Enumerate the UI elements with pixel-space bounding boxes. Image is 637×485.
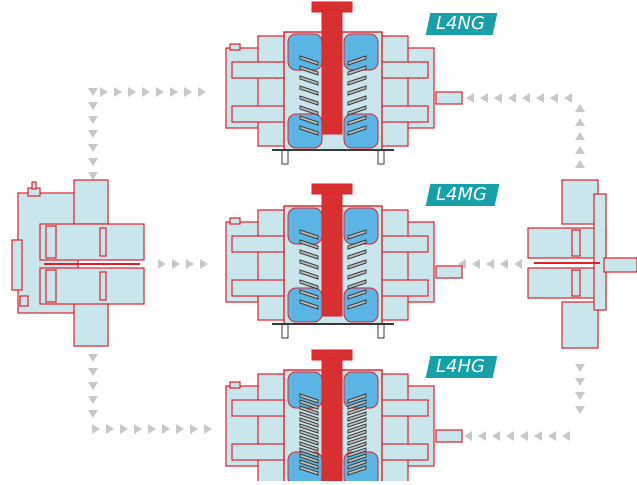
arrow-mid-right-left <box>458 259 522 269</box>
variant-label-l4mg: L4MG <box>425 184 500 206</box>
variant-label-text: L4MG <box>436 184 487 205</box>
screw-rotors <box>299 229 367 310</box>
left-drive-unit <box>11 179 145 347</box>
arrow-bottom-right-left <box>464 431 570 441</box>
variant-label-text: L4NG <box>436 13 485 34</box>
pump-l4ng-cross-section <box>225 1 463 165</box>
right-drive-unit <box>527 179 637 349</box>
arrow-top-left-right <box>100 87 206 97</box>
pump-l4hg-cross-section <box>225 349 463 485</box>
arrow-right-down <box>575 364 585 414</box>
pump-l4mg-cross-section <box>225 183 463 339</box>
arrow-top-right-left <box>466 93 572 103</box>
arrow-left-up <box>88 88 98 180</box>
arrow-right-up <box>575 104 585 168</box>
flow-arrows <box>88 87 585 441</box>
arrow-bottom-left-right <box>92 424 212 434</box>
arrow-left-down <box>88 354 98 418</box>
screw-rotors <box>299 393 367 476</box>
variant-label-l4ng: L4NG <box>425 13 498 35</box>
screw-rotors <box>299 55 367 136</box>
arrow-mid-left-right <box>158 259 208 269</box>
variant-label-text: L4HG <box>436 356 485 377</box>
variant-label-l4hg: L4HG <box>425 356 498 378</box>
